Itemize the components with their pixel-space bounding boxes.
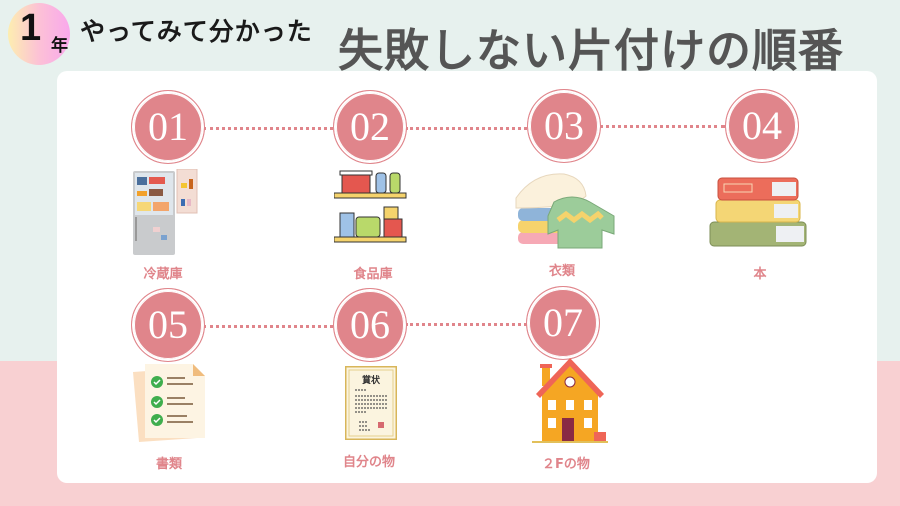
step-03-circle: 03 <box>527 89 601 163</box>
step-number: 04 <box>742 103 782 148</box>
documents-icon <box>131 362 207 448</box>
step-02-label: 食品庫 <box>353 267 393 282</box>
step-number: 02 <box>350 104 390 149</box>
step-02-circle: 02 <box>333 90 407 164</box>
connector-6-7 <box>405 323 527 326</box>
year-badge: 1 年 <box>8 3 70 65</box>
connector-1-2 <box>203 127 333 130</box>
step-04-circle: 04 <box>725 89 799 163</box>
step-number: 06 <box>350 302 390 347</box>
connector-5-6 <box>203 325 333 328</box>
step-07-circle: 07 <box>526 286 600 360</box>
step-number: 03 <box>544 103 584 148</box>
subtitle: やってみて分かった <box>80 17 313 46</box>
house-icon <box>532 358 608 448</box>
connector-3-4 <box>599 125 725 128</box>
clothes-icon <box>514 168 626 254</box>
step-number: 01 <box>148 104 188 149</box>
certificate-title: 賞状 <box>362 374 381 386</box>
page-title: 失敗しない片付けの順番 <box>338 24 845 77</box>
step-04-label: 本 <box>753 267 767 282</box>
step-01-label: 冷蔵庫 <box>143 267 183 282</box>
badge-number: 1 <box>20 7 42 49</box>
step-05-circle: 05 <box>131 288 205 362</box>
step-07-label: ２Fの物 <box>542 457 590 472</box>
connector-2-3 <box>405 127 527 130</box>
step-03-label: 衣類 <box>548 264 575 279</box>
step-06-circle: 06 <box>333 288 407 362</box>
step-number: 05 <box>148 302 188 347</box>
step-05-label: 書類 <box>155 457 182 472</box>
badge-unit: 年 <box>51 36 68 56</box>
refrigerator-icon <box>133 168 199 261</box>
certificate-icon: 賞状 <box>343 364 399 444</box>
books-icon <box>706 174 810 254</box>
step-number: 07 <box>543 300 583 345</box>
pantry-shelf-icon <box>333 167 408 251</box>
step-01-circle: 01 <box>131 90 205 164</box>
step-06-label: 自分の物 <box>342 455 395 470</box>
